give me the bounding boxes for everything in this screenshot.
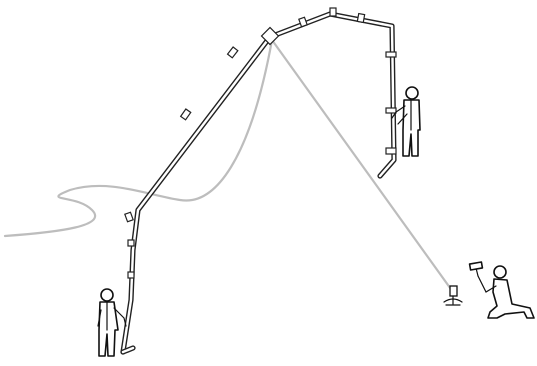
- worker-kneeling-with-hammer: [468, 261, 535, 319]
- articulated-pipe: [120, 11, 397, 355]
- pipe-clamps: [124, 7, 397, 279]
- worker-bottom-left: [97, 288, 127, 357]
- rope-coil: [3, 38, 274, 238]
- worker-top-right: [391, 86, 421, 157]
- ground-stake: [443, 285, 463, 306]
- guide-rope: [270, 38, 455, 294]
